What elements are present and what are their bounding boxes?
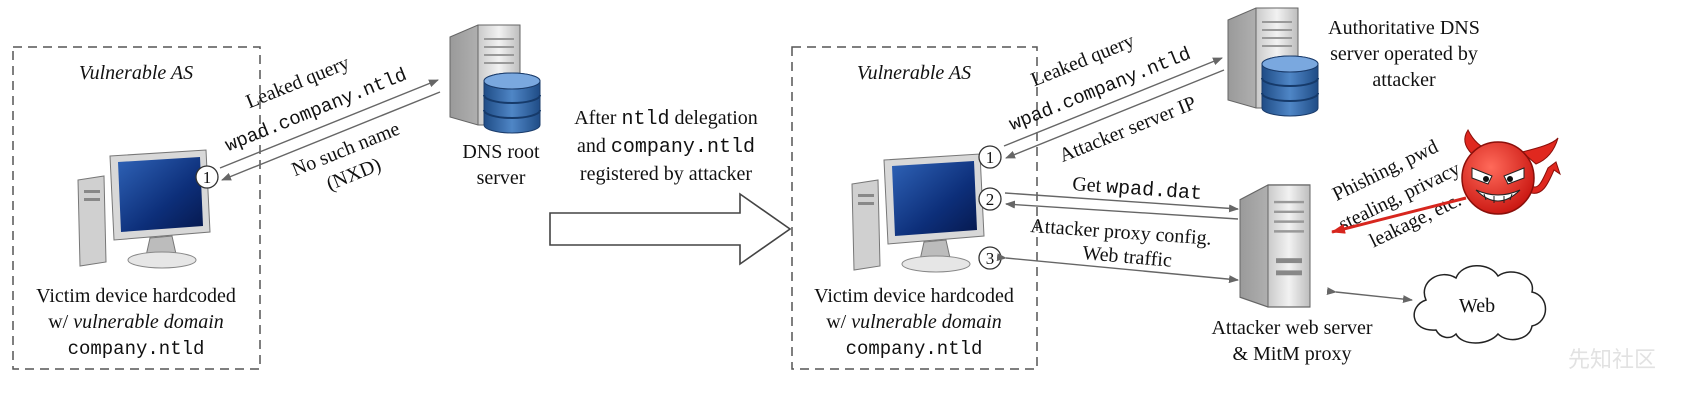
right-victim-caption-line2: w/ vulnerable domain [826, 311, 1002, 333]
transition-line2: and company.ntld [577, 135, 755, 159]
svg-text:1: 1 [203, 168, 212, 187]
dns-root-server-icon [449, 24, 541, 134]
auth-dns-line2: server operated by [1330, 43, 1478, 65]
devil-attacker-icon [1461, 129, 1561, 215]
red-attack-arrow [1331, 196, 1467, 234]
auth-dns-line1: Authoritative DNS [1328, 17, 1480, 39]
watermark: 先知社区 [1568, 348, 1656, 373]
svg-text:2: 2 [986, 190, 995, 209]
right-web-traffic-arrow [996, 253, 1239, 284]
attacker-web-server-icon [1238, 183, 1312, 309]
right-step-1-circle: 1 [978, 145, 1002, 169]
right-victim-computer-icon [851, 153, 985, 273]
right-get-wpad-label: Get wpad.dat [1072, 173, 1203, 206]
svg-text:1: 1 [986, 148, 995, 167]
left-victim-caption-line2: w/ vulnerable domain [48, 311, 224, 333]
svg-text:3: 3 [986, 249, 995, 268]
dns-root-label-line1: DNS root [462, 141, 540, 163]
left-victim-computer-icon [77, 149, 211, 269]
left-victim-domain: company.ntld [68, 338, 205, 360]
attacker-server-line1: Attacker web server [1211, 317, 1372, 339]
authoritative-dns-server-icon [1227, 7, 1319, 117]
right-vulnerable-as-box [791, 46, 1038, 370]
left-vulnerable-as-box [12, 46, 261, 370]
right-leaked-query-arrow [1003, 57, 1223, 147]
right-proxy-config-arrow [1005, 200, 1239, 220]
web-cloud-label: Web [1459, 295, 1495, 317]
auth-dns-line3: attacker [1372, 69, 1436, 91]
right-victim-caption-line1: Victim device hardcoded [814, 285, 1014, 307]
right-web-traffic-label: Web traffic [1082, 242, 1173, 272]
transition-line3: registered by attacker [580, 163, 752, 185]
right-get-wpad-arrow [1004, 192, 1239, 213]
left-nxd-arrow [221, 91, 441, 181]
right-step-2-circle: 2 [978, 187, 1002, 211]
transition-big-arrow [549, 192, 792, 266]
right-attacker-ip-arrow [1005, 69, 1225, 159]
right-box-title: Vulnerable AS [857, 62, 971, 84]
dns-root-label-line2: server [477, 167, 526, 189]
transition-line1: After ntld delegation [574, 107, 758, 131]
left-box-title: Vulnerable AS [79, 62, 193, 84]
left-leaked-query-arrow [219, 79, 439, 169]
attacker-server-line2: & MitM proxy [1233, 343, 1352, 365]
left-step-1-circle: 1 [195, 165, 219, 189]
server-web-arrow [1326, 287, 1413, 304]
right-step-3-circle: 3 [978, 246, 1002, 270]
left-victim-caption-line1: Victim device hardcoded [36, 285, 236, 307]
web-cloud-icon [1413, 265, 1547, 344]
right-victim-domain: company.ntld [846, 338, 983, 360]
